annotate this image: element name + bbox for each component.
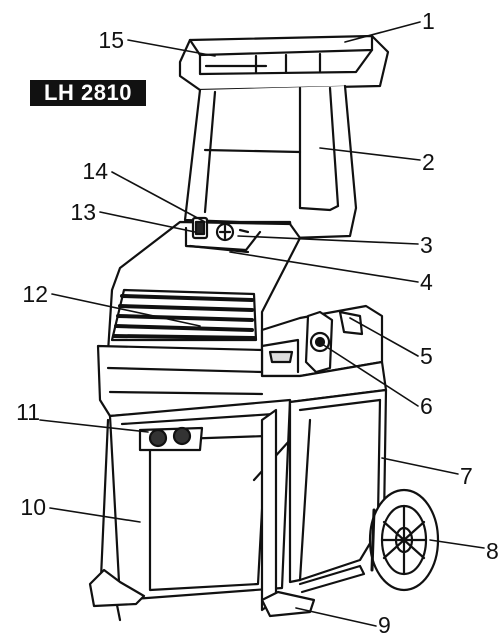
- callout-11: 11: [16, 399, 40, 425]
- ribbed-front: [110, 288, 258, 342]
- callout-1: 1: [422, 8, 435, 34]
- callout-7: 7: [460, 463, 473, 489]
- feet: [88, 564, 366, 618]
- wheel: [368, 488, 440, 592]
- callout-15: 15: [98, 27, 124, 53]
- callout-14: 14: [82, 158, 108, 184]
- callout-13: 13: [70, 199, 96, 225]
- callout-8: 8: [486, 538, 499, 564]
- frame-ledge: [260, 304, 384, 378]
- hopper-funnel: [178, 34, 390, 92]
- callout-4: 4: [420, 269, 433, 295]
- callout-6: 6: [420, 393, 433, 419]
- callout-12: 12: [22, 281, 48, 307]
- leader-lines: [39, 21, 485, 627]
- model-badge: LH 2810: [30, 80, 146, 106]
- collection-box: [98, 398, 292, 622]
- callout-10: 10: [20, 494, 46, 520]
- callout-5: 5: [420, 343, 433, 369]
- callout-2: 2: [422, 149, 435, 175]
- callout-9: 9: [378, 612, 391, 638]
- right-frame: [260, 388, 388, 612]
- feed-chute: [183, 84, 358, 240]
- callout-3: 3: [420, 232, 433, 258]
